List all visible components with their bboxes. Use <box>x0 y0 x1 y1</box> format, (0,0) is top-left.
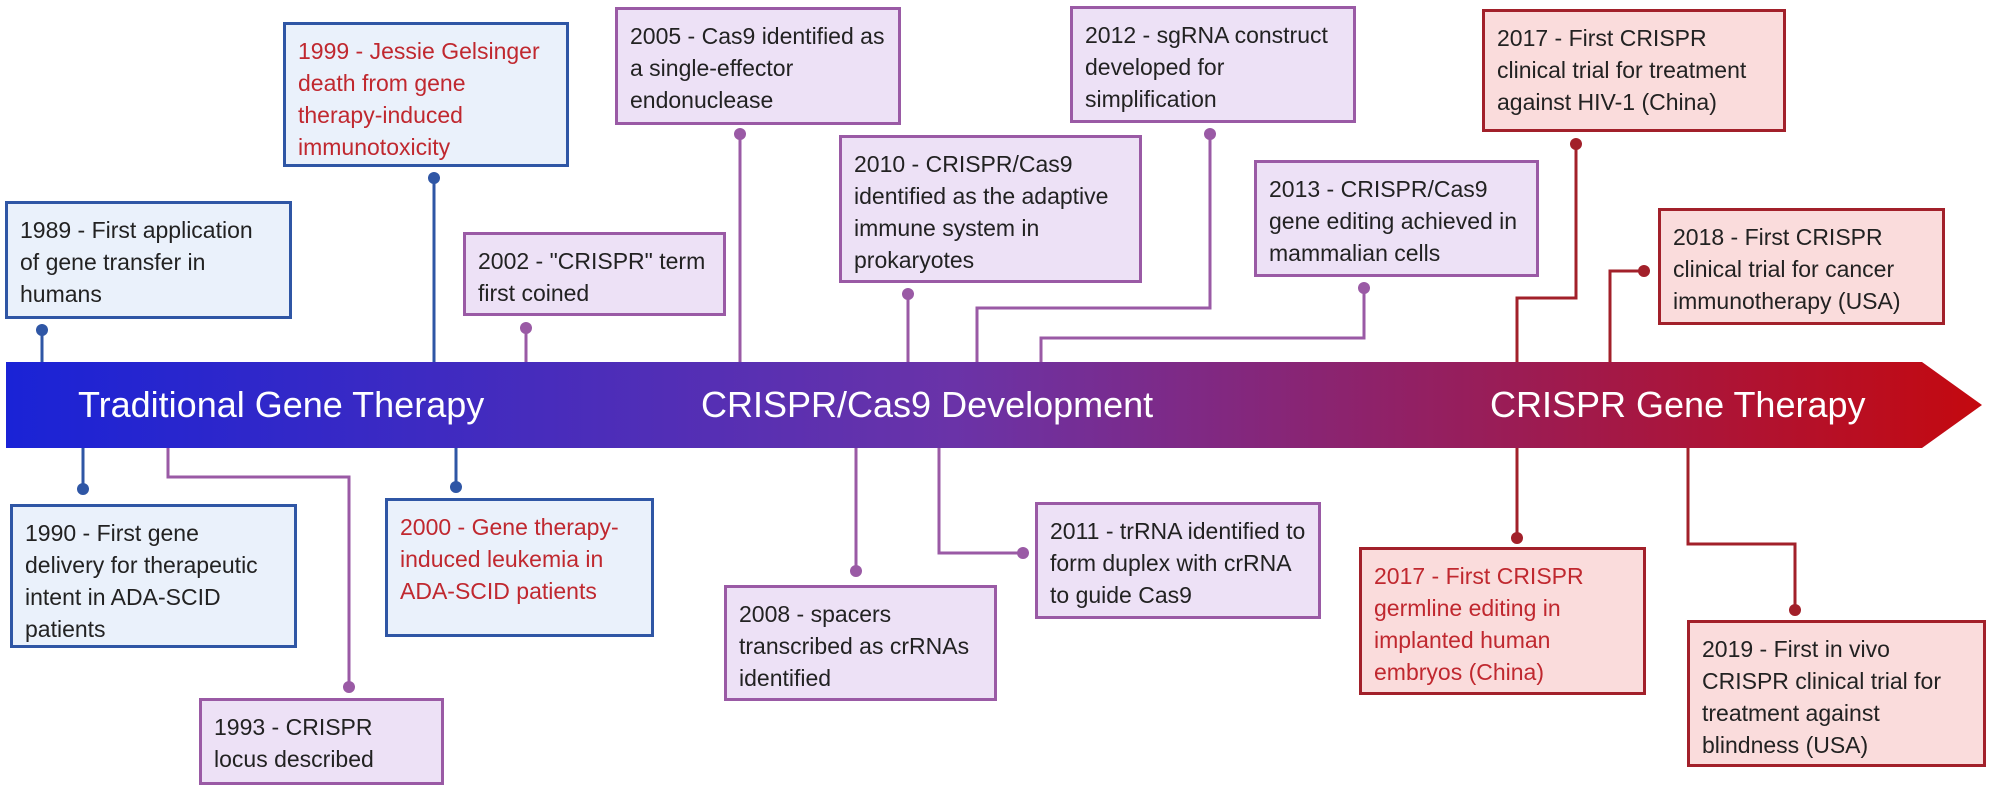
dot-1989 <box>36 324 48 336</box>
dot-2017a <box>1570 138 1582 150</box>
connector-dots <box>36 128 1801 693</box>
event-2002-box: 2002 - "CRISPR" term first coined <box>463 232 726 316</box>
event-1989-box: 1989 - First application of gene transfe… <box>5 201 292 319</box>
dot-2012 <box>1204 128 1216 140</box>
connector-2012 <box>975 134 1212 362</box>
connector-2017a <box>1515 144 1578 362</box>
dot-2005 <box>734 128 746 140</box>
event-2010-box: 2010 - CRISPR/Cas9 identified as the ada… <box>839 135 1142 283</box>
dot-2017b <box>1511 532 1523 544</box>
dot-2019 <box>1789 604 1801 616</box>
event-2017-germline-box: 2017 - First CRISPR germline editing in … <box>1359 547 1646 695</box>
dot-2010 <box>902 288 914 300</box>
timeline-arrow <box>6 362 1982 448</box>
event-2017-hiv-box: 2017 - First CRISPR clinical trial for t… <box>1482 9 1786 132</box>
dot-2013 <box>1358 282 1370 294</box>
banner-label-traditional: Traditional Gene Therapy <box>78 384 485 425</box>
connector-2018 <box>1608 269 1644 362</box>
connector-2013 <box>1039 288 1366 362</box>
banner-label-crispr-development: CRISPR/Cas9 Development <box>701 384 1154 425</box>
dot-2011 <box>1017 547 1029 559</box>
event-1990-box: 1990 - First gene delivery for therapeut… <box>10 504 297 648</box>
connector-1993 <box>166 448 351 687</box>
event-1999-box: 1999 - Jessie Gelsinger death from gene … <box>283 22 569 167</box>
connector-2011 <box>937 448 1023 555</box>
dot-2000 <box>450 481 462 493</box>
event-2013-box: 2013 - CRISPR/Cas9 gene editing achieved… <box>1254 160 1539 277</box>
event-2011-box: 2011 - trRNA identified to form duplex w… <box>1035 502 1321 619</box>
dot-2008 <box>850 565 862 577</box>
event-2008-box: 2008 - spacers transcribed as crRNAs ide… <box>724 585 997 701</box>
dot-1993 <box>343 681 355 693</box>
connectors <box>40 134 1797 687</box>
event-1993-box: 1993 - CRISPR locus described <box>199 698 444 785</box>
dot-2002 <box>520 322 532 334</box>
connector-2019 <box>1686 448 1797 610</box>
event-2012-box: 2012 - sgRNA construct developed for sim… <box>1070 6 1356 123</box>
event-2005-box: 2005 - Cas9 identified as a single-effec… <box>615 7 901 125</box>
dot-1990 <box>77 483 89 495</box>
event-2019-box: 2019 - First in vivo CRISPR clinical tri… <box>1687 620 1986 767</box>
event-2018-box: 2018 - First CRISPR clinical trial for c… <box>1658 208 1945 325</box>
dot-1999 <box>428 172 440 184</box>
dot-2018 <box>1638 265 1650 277</box>
event-2000-box: 2000 - Gene therapy-induced leukemia in … <box>385 498 654 637</box>
banner-label-crispr-therapy: CRISPR Gene Therapy <box>1490 384 1866 425</box>
